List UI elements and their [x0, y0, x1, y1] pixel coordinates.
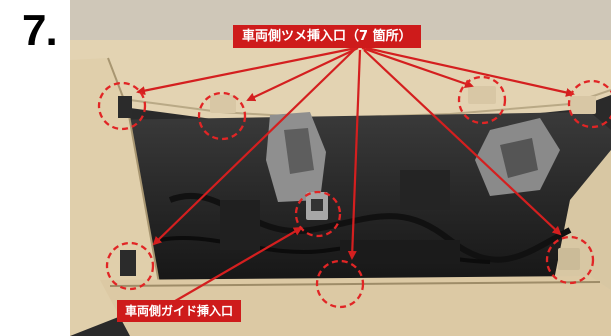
arrow-line [363, 49, 562, 236]
claw-socket [120, 250, 136, 276]
claw-socket [558, 248, 580, 270]
arrow-line [136, 46, 357, 96]
claw-socket [118, 96, 132, 118]
claw-socket [570, 96, 596, 114]
upper-trim-panel [70, 40, 611, 126]
claw-socket [468, 86, 496, 104]
step-number: 7. [22, 6, 58, 55]
claw-hole-marker [105, 241, 155, 291]
arrow-line [152, 49, 355, 246]
claw-holes-label: 車両側ツメ挿入口（7 箇所） [233, 25, 421, 48]
arrow-line [361, 46, 474, 88]
arrow-line [365, 46, 575, 97]
arrow-line [169, 226, 303, 305]
claw-hole-marker [97, 81, 147, 131]
guide-hole-label: 車両側ガイド挿入口 [117, 300, 242, 322]
guide-hole-marker [294, 190, 342, 238]
dashboard-photo [70, 0, 611, 336]
claw-socket [210, 95, 236, 113]
claw-hole-marker [197, 91, 247, 141]
arrow-line [246, 47, 359, 102]
claw-hole-marker [545, 235, 595, 285]
left-trim-panel [70, 58, 162, 336]
claw-hole-marker [457, 75, 507, 125]
claw-hole-marker [567, 79, 611, 129]
arrow-line [347, 49, 362, 260]
claw-hole-marker [315, 259, 365, 309]
